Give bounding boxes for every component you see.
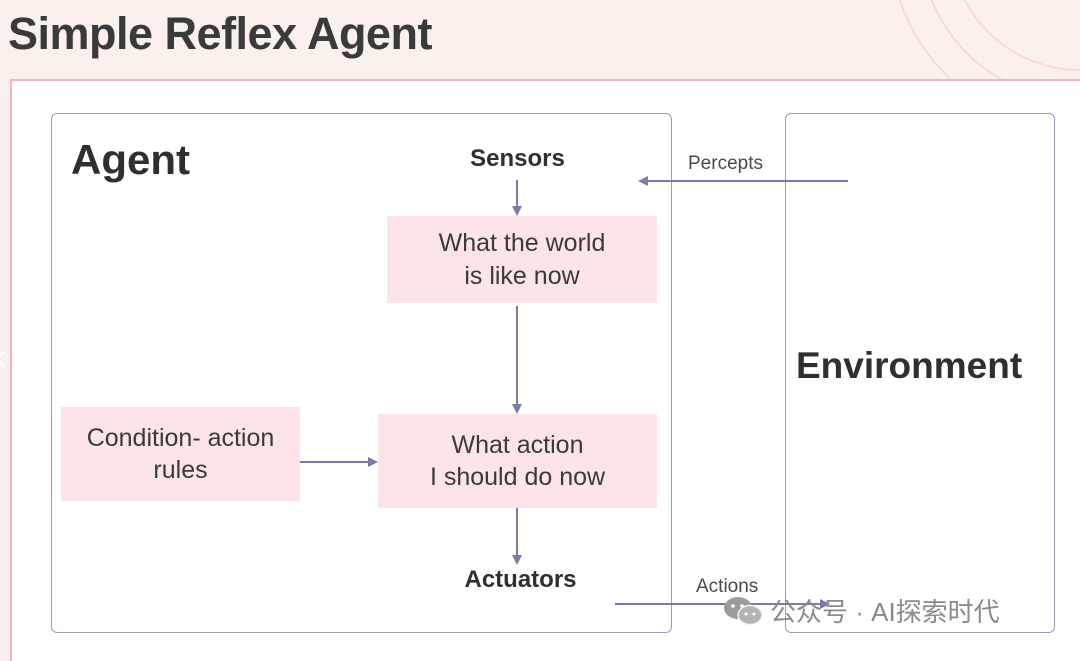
world-state-box: What the world is like now [387, 216, 657, 303]
environment-panel [785, 113, 1055, 633]
action-line-2: I should do now [429, 463, 606, 491]
next-slide-arrow-icon[interactable]: › [1066, 335, 1080, 379]
rules-line-2: rules [153, 456, 208, 484]
agent-panel [51, 113, 672, 633]
watermark: 公众号 · AI探索时代 [722, 592, 1000, 629]
page-title: Simple Reflex Agent [8, 8, 432, 59]
actions-label: Actions [696, 576, 759, 597]
action-box: What action I should do now [378, 414, 657, 508]
wechat-icon [724, 596, 763, 625]
action-line-1: What action [451, 430, 584, 459]
environment-label: Environment [796, 345, 1023, 386]
percepts-label: Percepts [688, 153, 763, 174]
agent-label: Agent [71, 136, 190, 183]
prev-slide-arrow-icon[interactable]: ‹ [0, 335, 7, 380]
sensors-label: Sensors [470, 145, 565, 172]
rules-box: Condition- action rules [61, 407, 300, 501]
world-state-line-2: is like now [464, 261, 580, 290]
actuators-label: Actuators [464, 566, 577, 593]
rules-line-1: Condition- action [86, 423, 275, 452]
world-state-line-1: What the world [438, 229, 606, 257]
watermark-text: 公众号 · AI探索时代 [770, 597, 1000, 627]
